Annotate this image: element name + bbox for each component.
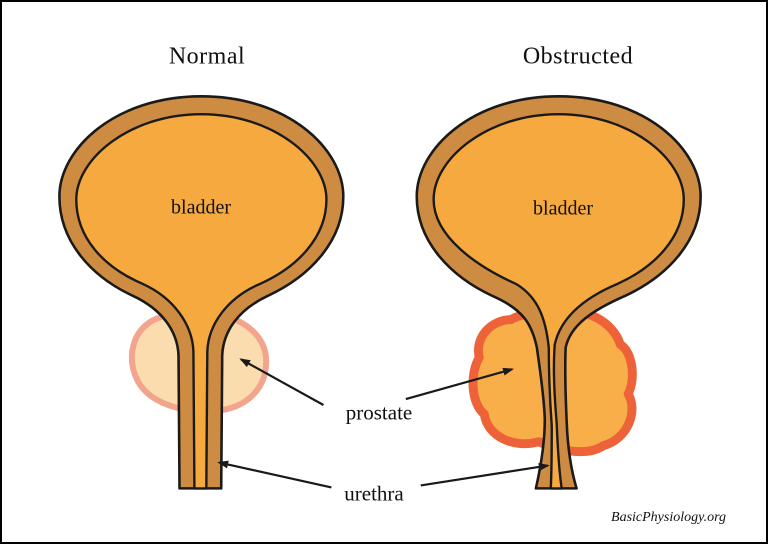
title-obstructed: Obstructed bbox=[522, 43, 634, 70]
bladder-label-obstructed: bladder bbox=[533, 197, 593, 220]
prostate-label: prostate bbox=[345, 400, 413, 425]
title-normal: Normal bbox=[168, 43, 246, 70]
arrow-urethra-obstructed bbox=[420, 463, 550, 487]
arrow-prostate-normal bbox=[239, 358, 324, 406]
panel-obstructed bbox=[415, 95, 702, 490]
bladder-cavity-normal bbox=[75, 112, 328, 490]
bladder-cavity-obstructed bbox=[432, 112, 685, 490]
panel-normal bbox=[58, 95, 345, 490]
urethra-label: urethra bbox=[344, 481, 404, 506]
arrow-urethra-normal bbox=[217, 460, 332, 489]
annotation-arrows bbox=[217, 358, 550, 489]
attribution-text: BasicPhysiology.org bbox=[611, 510, 726, 525]
bladder-label-normal: bladder bbox=[171, 196, 231, 219]
arrow-prostate-obstructed bbox=[405, 367, 514, 401]
